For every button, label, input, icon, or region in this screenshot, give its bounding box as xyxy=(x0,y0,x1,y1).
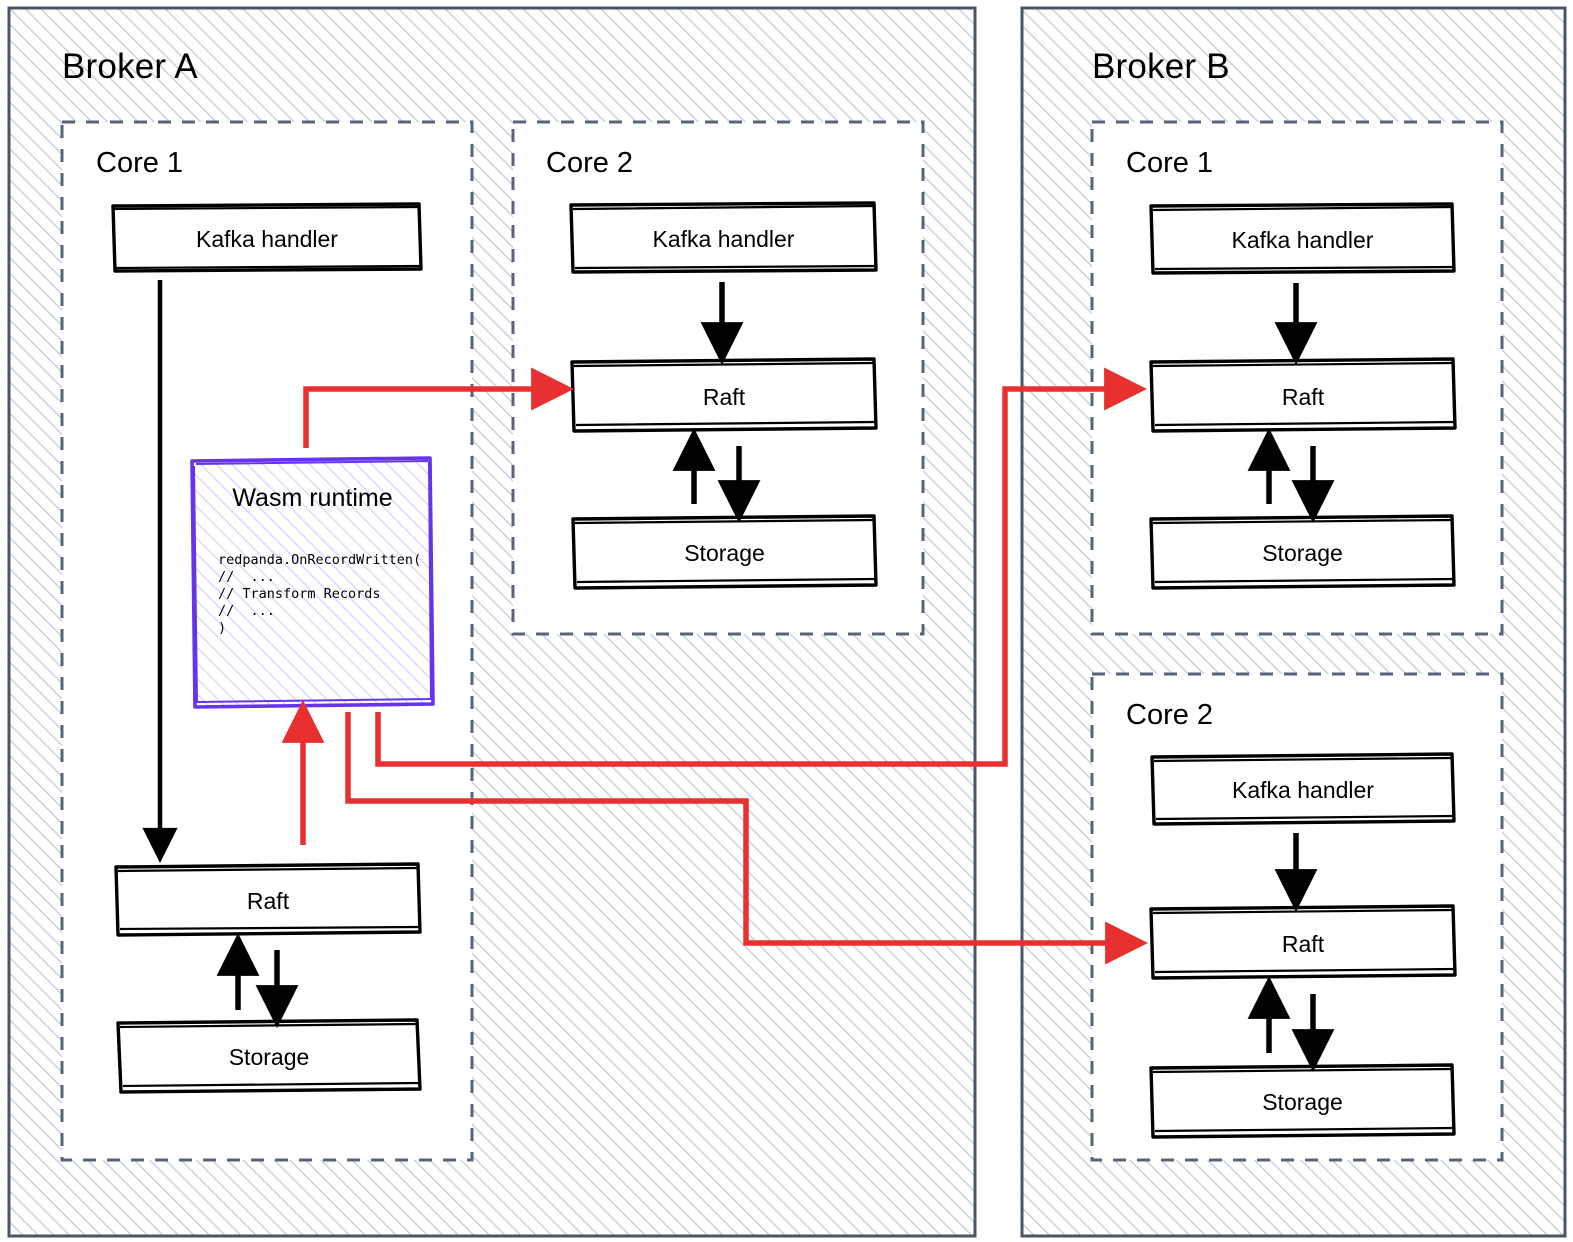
broker-a-core-2-raft-box[interactable] xyxy=(570,357,878,433)
broker-a-core-1-raft-box[interactable] xyxy=(114,862,422,937)
arrow-wasm-to-b1-raft xyxy=(375,367,1148,767)
broker-b-core-2-raft-box[interactable] xyxy=(1149,904,1457,980)
arrow-wasm-to-a2-raft xyxy=(303,367,575,448)
arrow-wasm-to-b2-raft xyxy=(345,712,1149,965)
broker-a-core-2-storage-box[interactable] xyxy=(571,514,878,590)
broker-b-core-1-kafka-handler-box[interactable] xyxy=(1149,202,1456,275)
broker-b-core-1-storage-box[interactable] xyxy=(1149,514,1456,590)
broker-a-core-2-kafka-handler-box[interactable] xyxy=(569,201,878,274)
wasm-runtime-box[interactable] xyxy=(190,456,435,709)
broker-b-core-2-kafka-handler-box[interactable] xyxy=(1150,752,1456,826)
broker-b-core-2-storage-box[interactable] xyxy=(1149,1063,1456,1139)
broker-a-core-1-kafka-handler-box[interactable] xyxy=(111,202,423,273)
broker-a-core-1-storage-box[interactable] xyxy=(116,1018,422,1094)
broker-b-core-1-raft-box[interactable] xyxy=(1149,357,1457,433)
